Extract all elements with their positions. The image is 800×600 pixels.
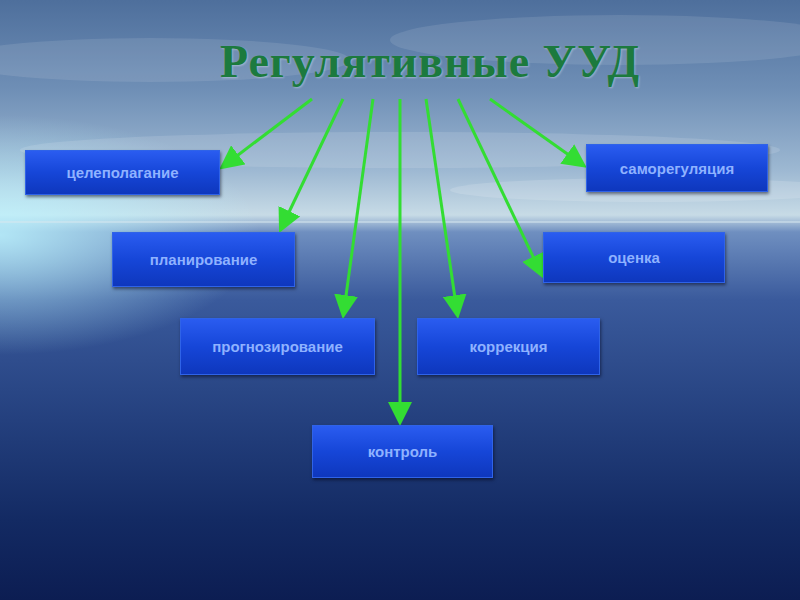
box-label: саморегуляция — [620, 160, 734, 177]
forecast-box: прогнозирование — [180, 318, 375, 375]
title-node: Регулятивные УУД — [200, 30, 660, 93]
green-arrow — [399, 99, 402, 420]
plan-box: планирование — [112, 232, 295, 287]
green-arrow — [426, 99, 457, 313]
goal-box: целеполагание — [25, 150, 220, 195]
box-label: планирование — [150, 251, 258, 268]
diagram-title: Регулятивные УУД — [220, 35, 640, 88]
box-label: целеполагание — [66, 164, 178, 181]
selfreg-box: саморегуляция — [586, 144, 768, 192]
correct-box: коррекция — [417, 318, 600, 375]
box-label: коррекция — [470, 338, 548, 355]
control-box: контроль — [312, 425, 493, 478]
green-arrow — [344, 99, 373, 313]
box-label: оценка — [608, 249, 660, 266]
green-arrow — [282, 99, 343, 227]
box-label: прогнозирование — [212, 338, 343, 355]
green-arrow — [490, 99, 582, 164]
eval-box: оценка — [543, 232, 725, 283]
box-label: контроль — [368, 443, 438, 460]
green-arrow — [224, 99, 312, 166]
